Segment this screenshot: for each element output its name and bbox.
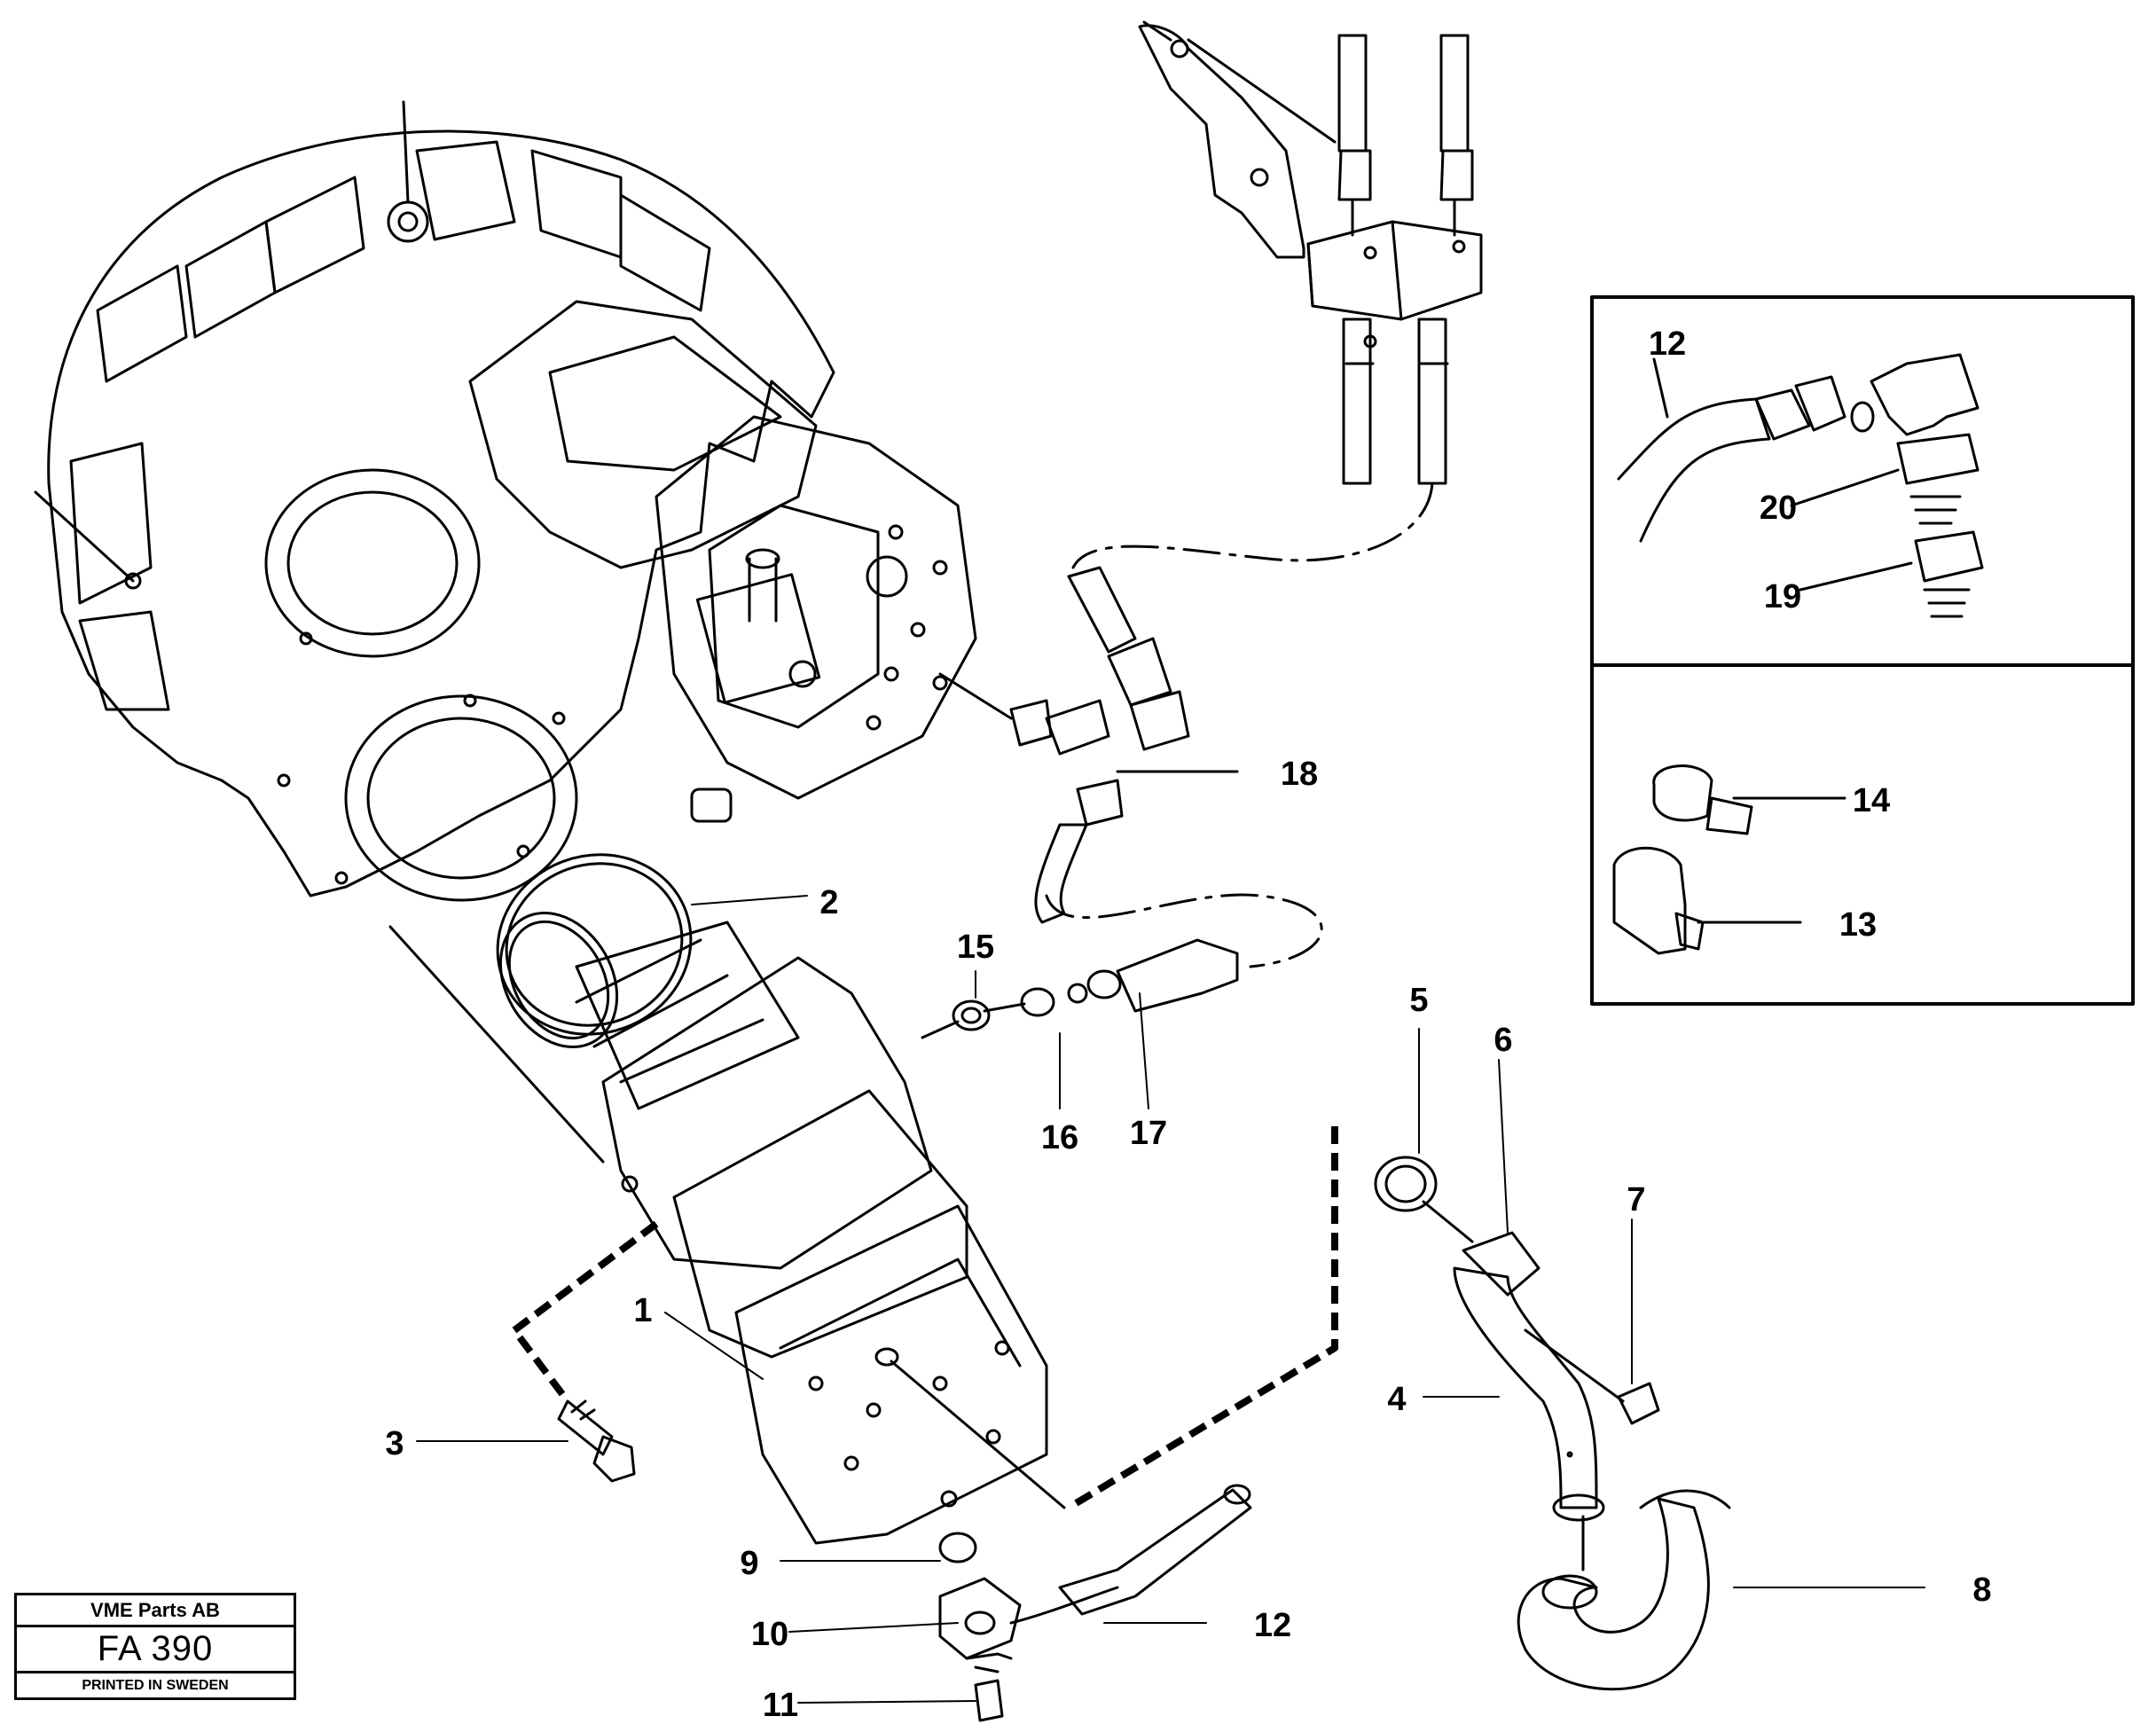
- callout-20: 20: [1760, 490, 1797, 527]
- gear-pump-illustration: [388, 912, 1066, 1545]
- callout-19: 19: [1764, 578, 1801, 615]
- inset-panel: [1590, 295, 2135, 1006]
- callout-4: 4: [1387, 1381, 1406, 1418]
- banjo-fitting-illustration: [938, 1484, 1252, 1722]
- inset-clips-illustration: [1612, 764, 1846, 955]
- callout-18: 18: [1281, 756, 1318, 793]
- fitting-chain-illustration: [921, 938, 1239, 1039]
- hose-route-dashdot: [1045, 482, 1434, 968]
- callout-12-inset: 12: [1649, 325, 1686, 363]
- callout-5: 5: [1409, 982, 1428, 1019]
- callout-16: 16: [1041, 1119, 1078, 1156]
- callout-12-lower: 12: [1254, 1607, 1291, 1644]
- stamp-code: FA 390: [17, 1627, 294, 1673]
- pipe-elbow-illustration: [1374, 1156, 1731, 1691]
- publisher-stamp: VME Parts AB FA 390 PRINTED IN SWEDEN: [14, 1593, 296, 1700]
- callout-2: 2: [819, 884, 838, 921]
- callout-7: 7: [1627, 1181, 1645, 1219]
- callout-9: 9: [740, 1545, 758, 1582]
- callout-11: 11: [763, 1687, 798, 1724]
- callout-3: 3: [385, 1425, 404, 1462]
- callout-10: 10: [751, 1616, 788, 1653]
- stamp-printed: PRINTED IN SWEDEN: [82, 1678, 229, 1693]
- callout-6: 6: [1494, 1022, 1512, 1059]
- transmission-housing-illustration: [34, 100, 835, 902]
- stamp-company: VME Parts AB: [17, 1595, 294, 1627]
- callout-8: 8: [1972, 1571, 1991, 1609]
- callout-13: 13: [1839, 906, 1877, 944]
- callout-labels: 1 2 3 4 5 6 7 8 9 10 11 12 12 13 14 15 1…: [385, 325, 1991, 1724]
- hose-fittings-illustration: [938, 566, 1239, 924]
- o-ring-illustration-inner: [505, 862, 684, 1027]
- o-ring-illustration: [496, 853, 693, 1036]
- callout-17: 17: [1130, 1115, 1167, 1152]
- leader-lines: [416, 895, 1925, 1704]
- callout-14: 14: [1853, 782, 1890, 819]
- callout-1: 1: [633, 1292, 652, 1329]
- inset-elbow-fittings-illustration: [1617, 353, 1984, 618]
- callout-15: 15: [957, 929, 994, 966]
- dashed-mounting-lines: [511, 1126, 1338, 1511]
- upper-pump-illustration: [468, 300, 977, 823]
- bolt-illustration: [557, 1399, 636, 1483]
- bracket-valve-block-illustration: [1138, 20, 1483, 485]
